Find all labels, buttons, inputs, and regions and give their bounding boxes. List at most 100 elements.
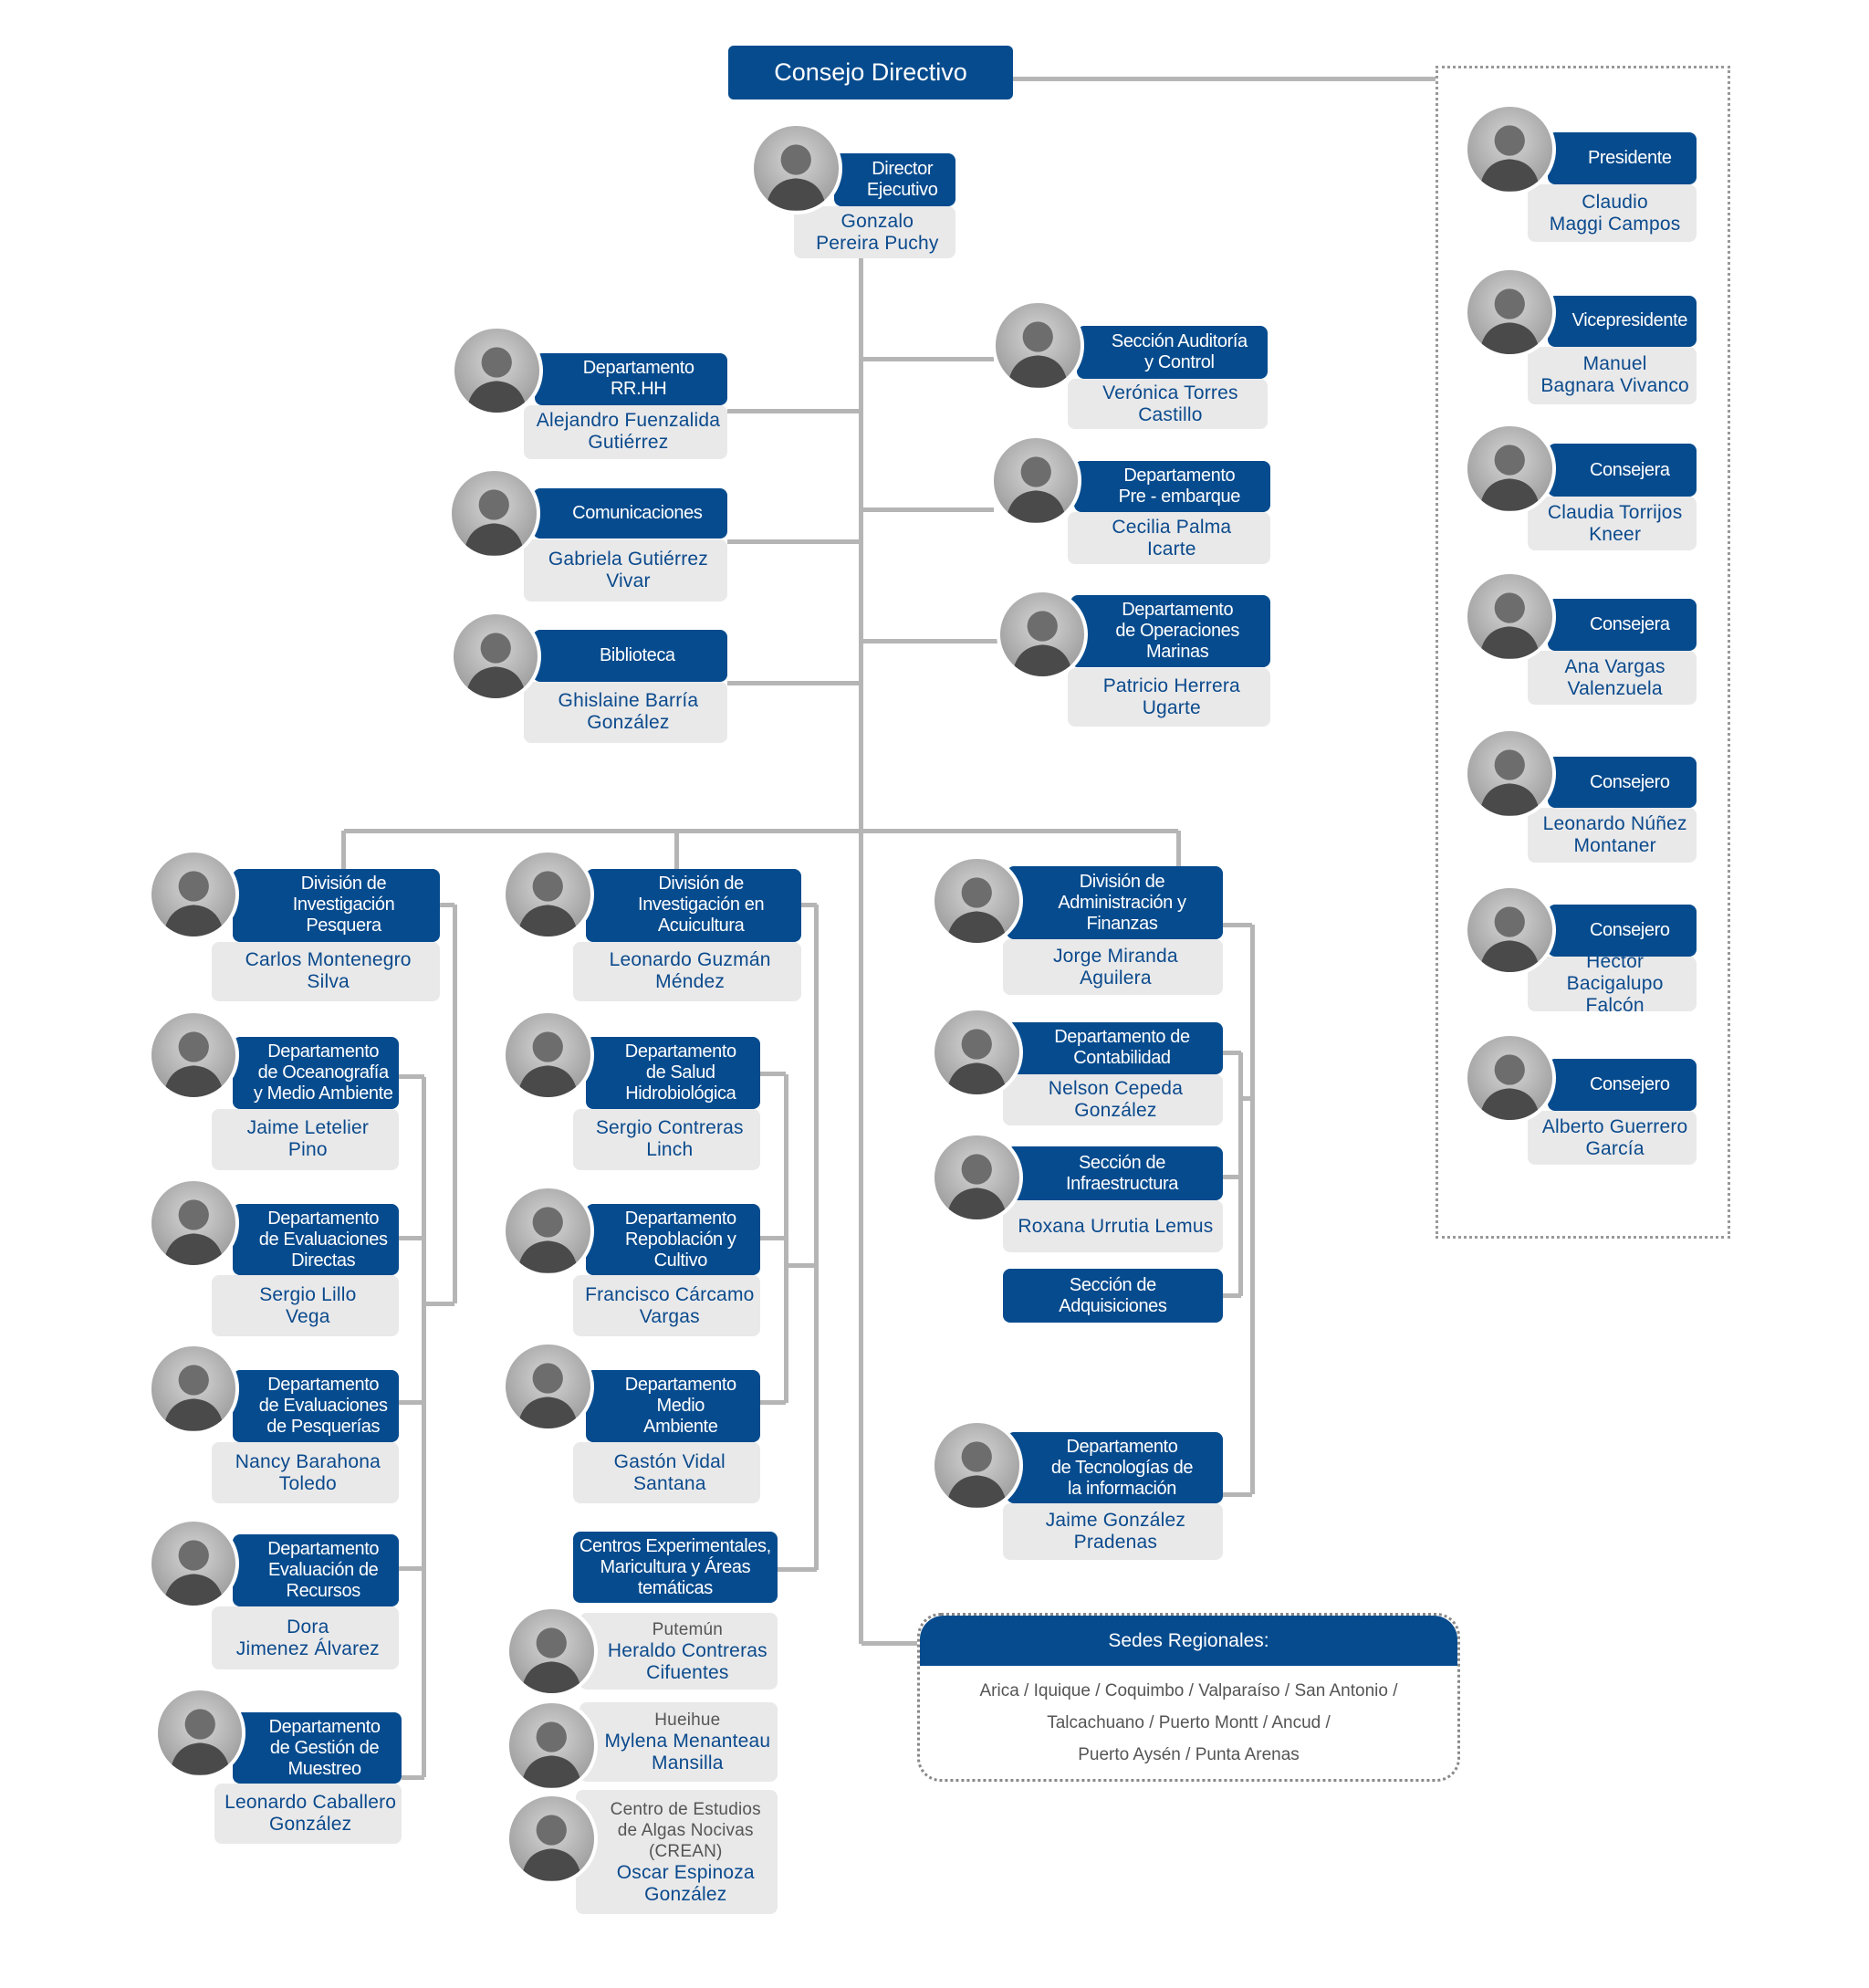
card-title: Departamento de Salud Hidrobiológica (586, 1037, 761, 1109)
sedes-title: Sedes Regionales: (920, 1616, 1457, 1666)
card-title: Sección Auditoría y Control (1076, 326, 1268, 379)
connector-line (341, 831, 347, 870)
sedes-line: Puerto Aysén / Punta Arenas (1078, 1745, 1300, 1764)
portrait-photo (448, 467, 540, 560)
board-role: Vicepresidente (1548, 295, 1697, 347)
connector-line (861, 638, 1000, 643)
connector-line (777, 1567, 817, 1573)
board-role: Consejera (1548, 599, 1697, 652)
board-name: Manuel Bagnara Vivanco (1527, 346, 1697, 404)
connector-line (861, 357, 994, 362)
portrait-photo (147, 1343, 240, 1435)
connector-line (1223, 1175, 1241, 1180)
connector-line (727, 539, 861, 544)
board-name: Héctor Bacigalupo Falcón (1527, 951, 1697, 1016)
connector-line (1223, 1492, 1253, 1497)
card-title: Departamento RR.HH (535, 352, 728, 405)
portrait-photo (147, 1177, 240, 1270)
portrait-photo (506, 1605, 598, 1698)
center-card: Centro de Estudios de Algas Nocivas (CRE… (575, 1790, 778, 1914)
card-name: Leonardo Caballero González (214, 1784, 402, 1844)
connector-line (1249, 925, 1255, 1495)
portrait-photo (1464, 103, 1556, 195)
board-role: Presidente (1548, 132, 1697, 185)
portrait-photo (153, 1687, 246, 1779)
unit-title: Sección de Adquisiciones (1002, 1269, 1224, 1324)
connector-line (1012, 77, 1436, 82)
portrait-photo (1464, 1031, 1556, 1125)
portrait-photo (989, 434, 1082, 527)
connector-line (861, 1641, 918, 1647)
portrait-photo (1464, 423, 1556, 515)
card-name: Dora Jimenez Álvarez (211, 1606, 399, 1669)
center-name: Oscar Espinoza González (616, 1861, 755, 1905)
board-name: Ana Vargas Valenzuela (1527, 651, 1697, 705)
card-title: División de Investigación en Acuicultura (586, 869, 802, 942)
connector-line (1223, 1050, 1241, 1055)
board-name: Alberto Guerrero García (1527, 1111, 1697, 1165)
portrait-photo (502, 848, 594, 941)
board-role: Consejero (1548, 905, 1697, 957)
card-name: Jaime González Pradenas (1002, 1503, 1224, 1560)
connector-line (398, 1236, 424, 1241)
portrait-photo (1464, 727, 1556, 820)
card-name: Francisco Cárcamo Vargas (573, 1275, 761, 1337)
portrait-photo (1464, 884, 1556, 977)
connector-line (343, 828, 1179, 833)
connector-line (398, 1074, 424, 1080)
portrait-photo (996, 588, 1089, 681)
center-location: Hueihue (654, 1710, 721, 1730)
card-name: Verónica Torres Castillo (1067, 378, 1269, 430)
connector-line (727, 409, 861, 414)
portrait-photo (1464, 570, 1556, 663)
card-name: Leonardo Guzmán Méndez (573, 941, 802, 1002)
portrait-photo (1464, 266, 1556, 359)
card-title: Departamento Repoblación y Cultivo (586, 1204, 761, 1276)
connector-line (439, 902, 455, 907)
card-title: Departamento Pre - embarque (1073, 461, 1270, 513)
card-title: Departamento de Oceanografía y Medio Amb… (233, 1037, 399, 1109)
connector-line (1223, 922, 1253, 927)
board-frame (1436, 66, 1730, 1239)
connector-line (452, 905, 457, 1304)
card-name: Nelson Cepeda González (1002, 1073, 1224, 1125)
card-name: Patricio Herrera Ugarte (1067, 667, 1270, 727)
connector-line (1223, 1293, 1241, 1299)
connector-line (760, 1072, 787, 1077)
card-title: Departamento de Tecnologías de la inform… (1006, 1432, 1224, 1504)
portrait-photo (502, 1185, 594, 1277)
portrait-photo (502, 1009, 594, 1102)
portrait-photo (931, 1131, 1023, 1224)
card-name: Gonzalo Pereira Puchy (793, 206, 955, 259)
card-name: Sergio Lillo Vega (211, 1275, 399, 1337)
connector-line (760, 1236, 787, 1241)
portrait-photo (931, 1419, 1023, 1512)
card-title: Departamento de Gestión de Muestreo (233, 1712, 402, 1784)
connector-line (861, 507, 994, 512)
sedes-line: Talcachuano / Puerto Montt / Ancud / (1047, 1713, 1331, 1732)
center-location: Putemún (652, 1619, 724, 1639)
connector-line (783, 1073, 788, 1403)
board-name: Leonardo Núñez Montaner (1527, 808, 1697, 863)
board-role: Consejero (1548, 757, 1697, 809)
portrait-photo (502, 1340, 594, 1433)
card-title: Comunicaciones (532, 487, 728, 539)
center-location: Centro de Estudios de Algas Nocivas (CRE… (610, 1799, 761, 1861)
card-name: Sergio Contreras Linch (573, 1108, 761, 1170)
card-name: Cecilia Palma Icarte (1067, 512, 1270, 565)
card-title: Director Ejecutivo (834, 152, 955, 207)
center-name: Heraldo Contreras Cifuentes (607, 1639, 767, 1683)
connector-line (1240, 1095, 1253, 1101)
unit-title: Centros Experimentales, Maricultura y Ár… (573, 1531, 778, 1604)
card-name: Gastón Vidal Santana (573, 1442, 761, 1504)
connector-line (1238, 1052, 1244, 1296)
card-title: Sección de Infraestructura (1006, 1146, 1224, 1201)
card-title: Departamento de Contabilidad (1006, 1021, 1224, 1074)
portrait-photo (147, 848, 240, 941)
connector-line (398, 1565, 424, 1571)
card-name: Ghislaine Barría González (523, 681, 728, 743)
card-name: Alejandro Fuenzalida Gutiérrez (523, 404, 728, 459)
portrait-photo (931, 854, 1023, 947)
